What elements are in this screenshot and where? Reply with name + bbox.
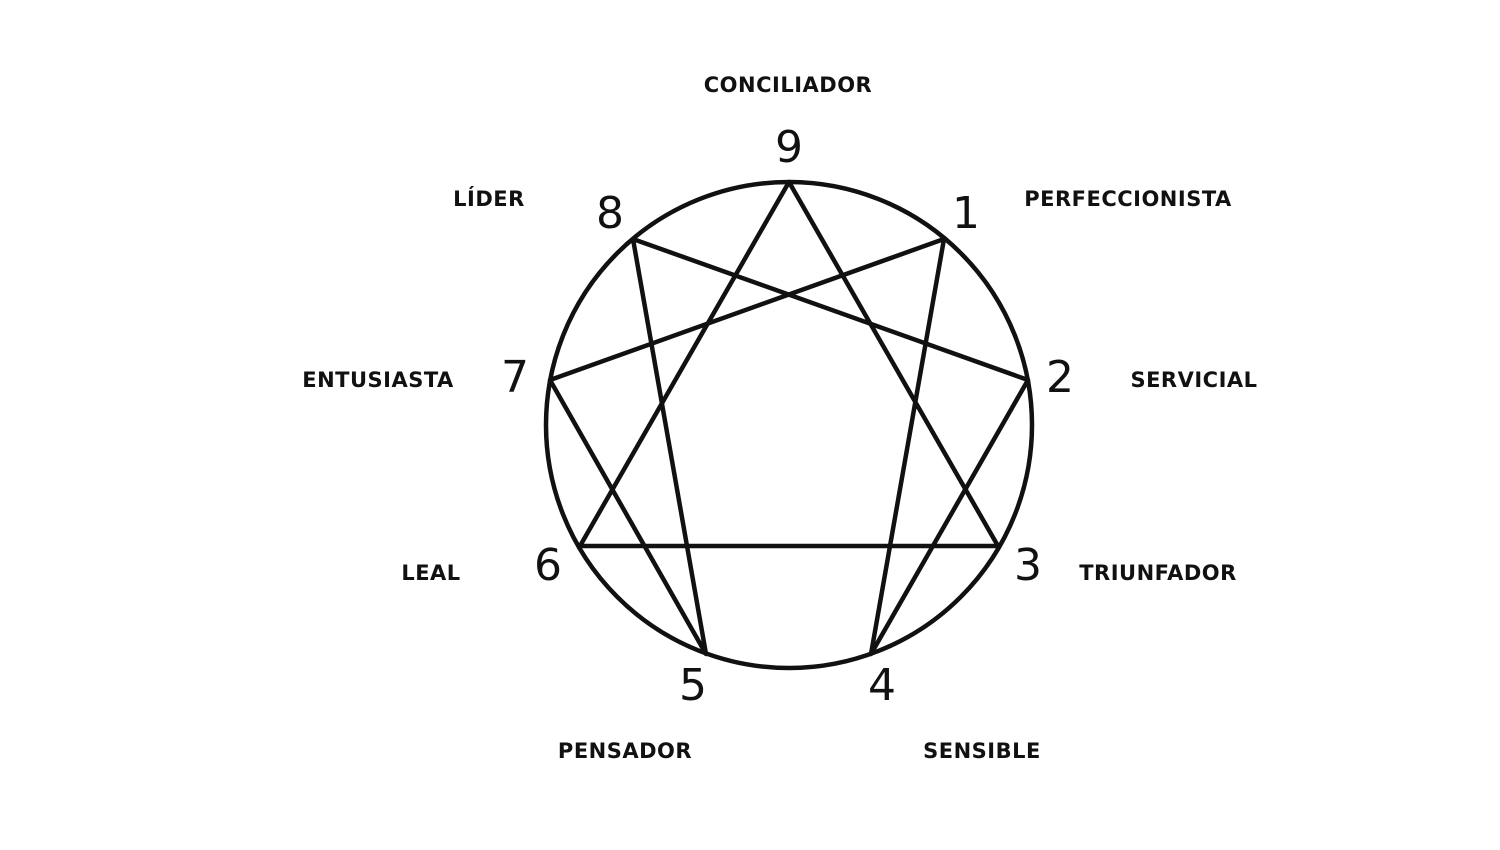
label-triunfador: TRIUNFADOR [1079, 561, 1237, 585]
label-pensador: PENSADOR [558, 739, 692, 763]
central-triangle-9-3-6 [577, 179, 1001, 549]
label-sensible: SENSIBLE [923, 739, 1041, 763]
label-perfeccionista: PERFECCIONISTA [1024, 187, 1232, 211]
label-servicial: SERVICIAL [1130, 368, 1257, 392]
label-conciliador: CONCILIADOR [704, 73, 872, 97]
enneagram-circle [543, 179, 1035, 671]
label-lider: LÍDER [453, 186, 525, 211]
point-number-2: 2 [1046, 352, 1074, 403]
point-number-1: 1 [952, 188, 980, 239]
point-number-4: 4 [868, 660, 896, 711]
label-leal: LEAL [401, 561, 460, 585]
point-number-5: 5 [679, 660, 707, 711]
point-number-9: 9 [775, 122, 803, 173]
point-number-3: 3 [1014, 540, 1042, 591]
label-entusiasta: ENTUSIASTA [302, 368, 454, 392]
point-number-6: 6 [534, 540, 562, 591]
point-number-7: 7 [501, 352, 529, 403]
hexad-1-4-2-8-5-7 [547, 236, 1031, 657]
point-number-8: 8 [596, 188, 624, 239]
